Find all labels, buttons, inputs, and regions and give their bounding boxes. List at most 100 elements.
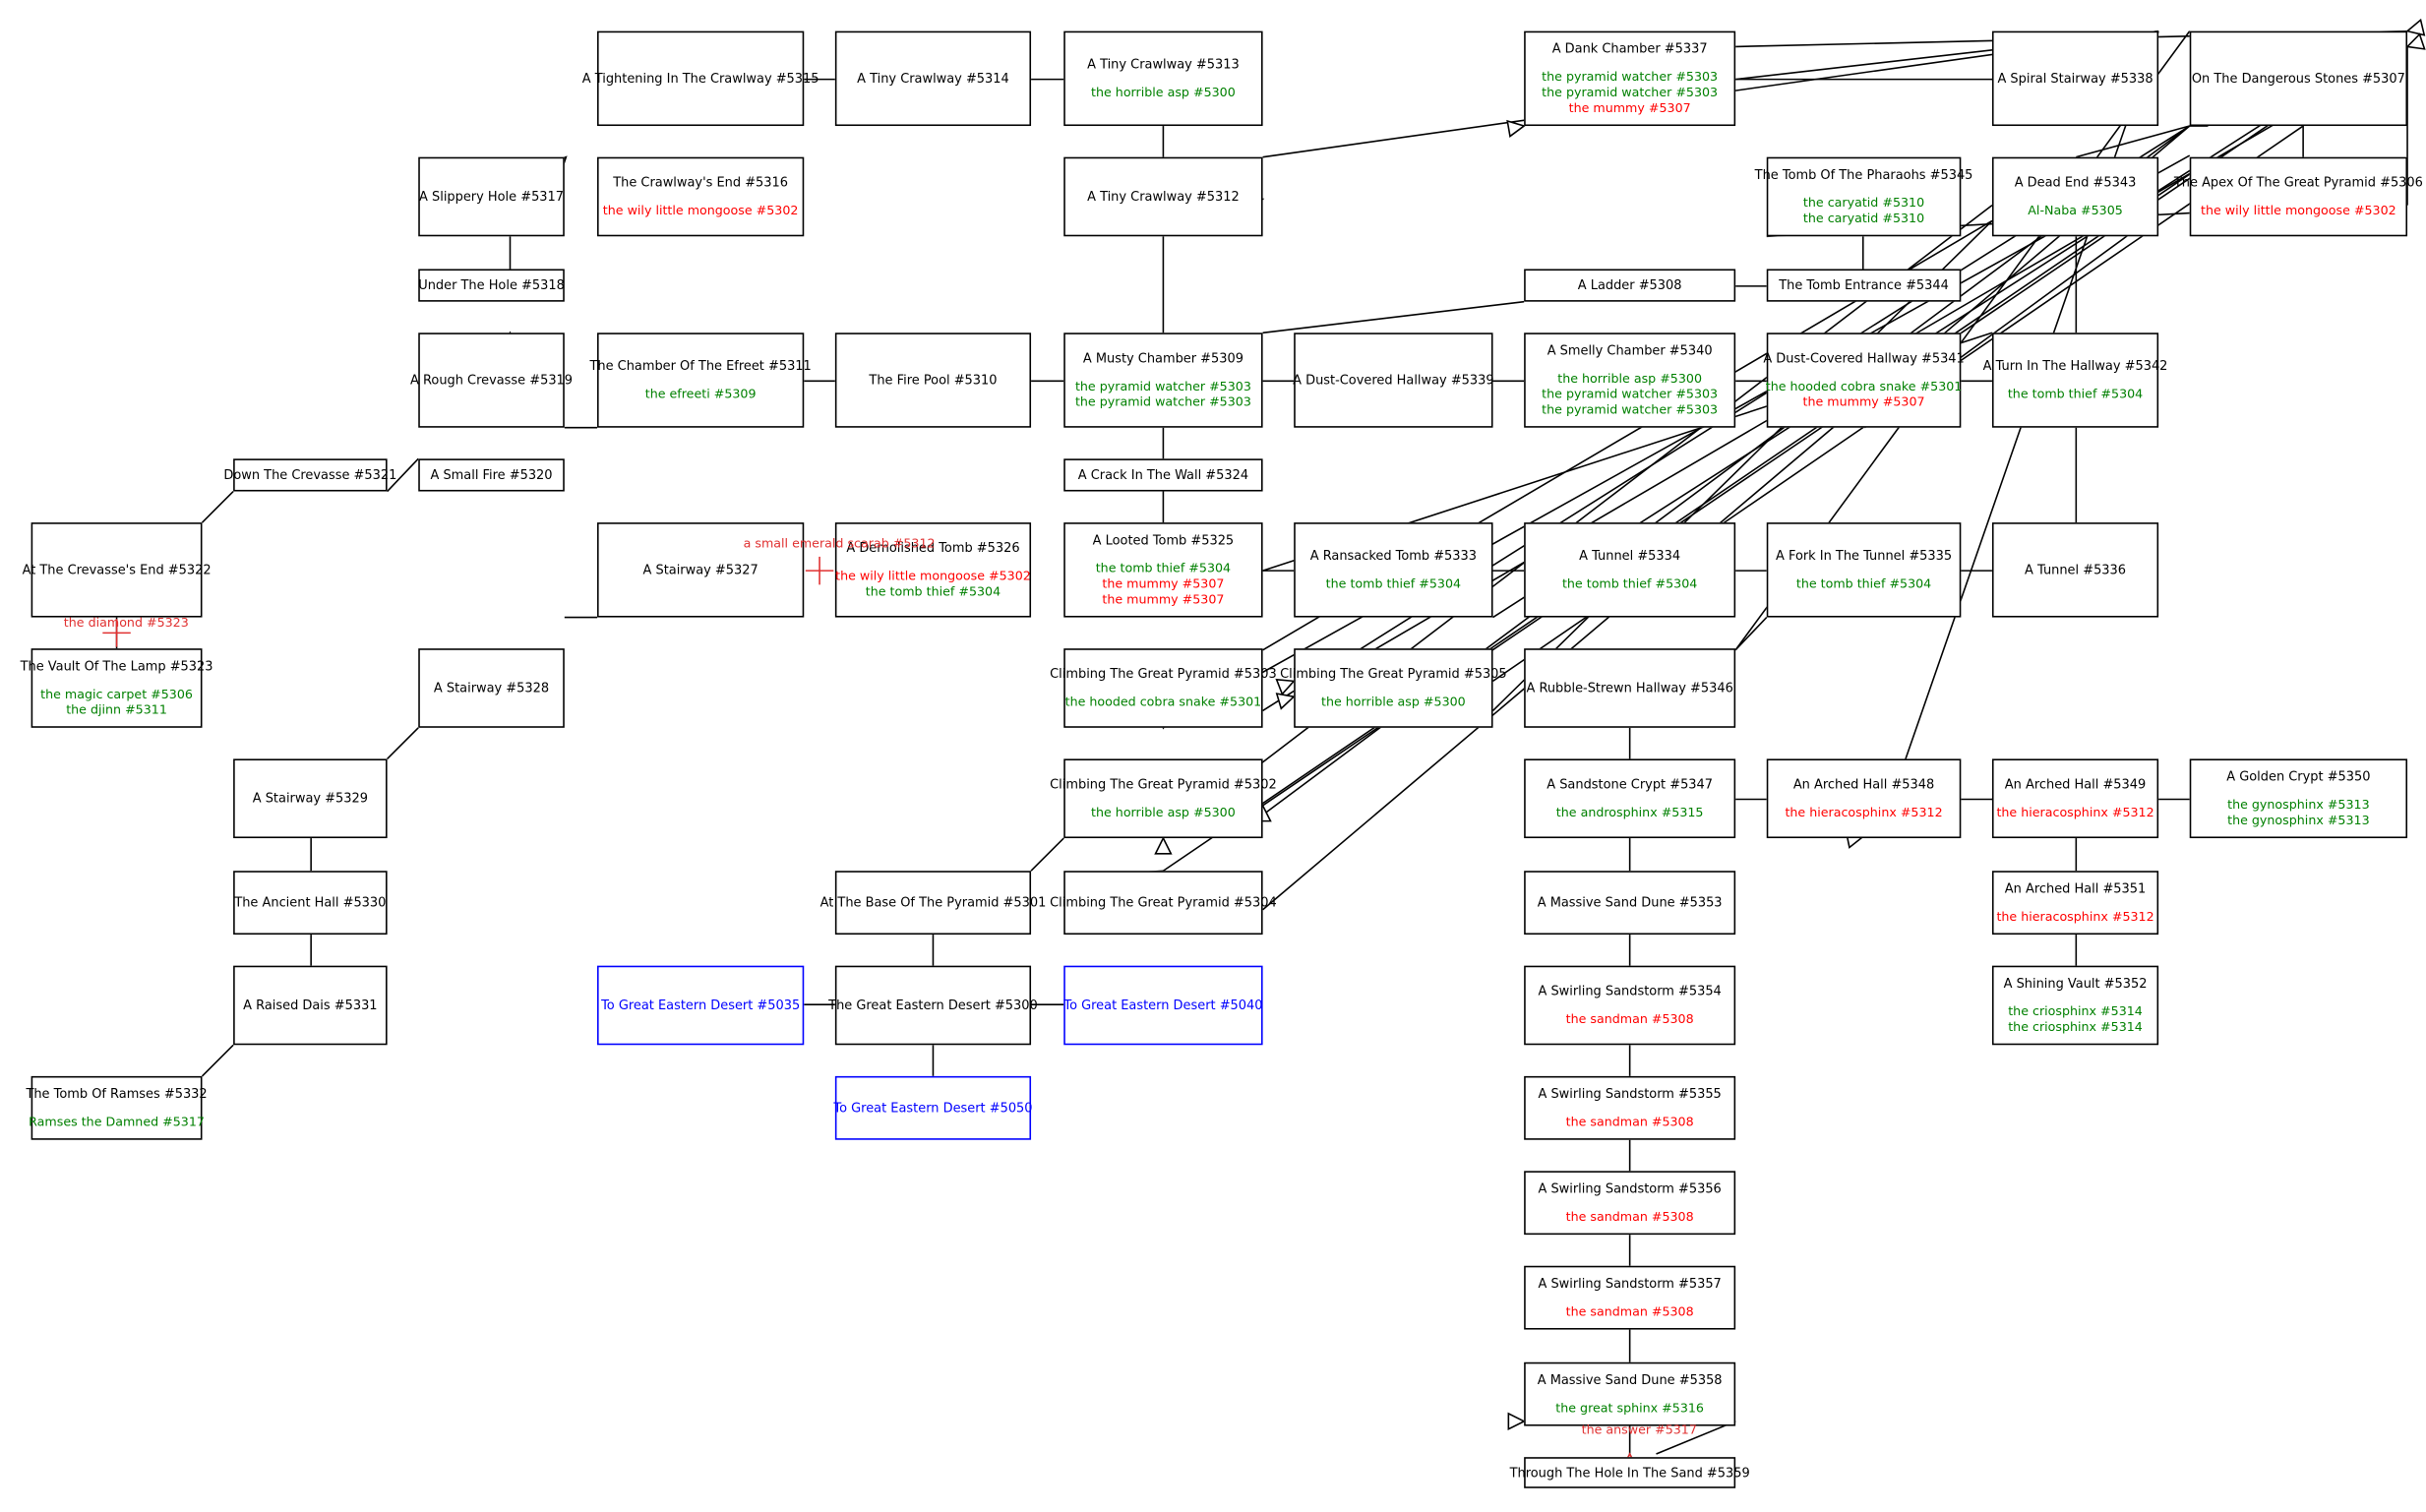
connection-line (1656, 1421, 1736, 1455)
room-5340[interactable]: A Smelly Chamber #5340 the horrible asp #… (1524, 333, 1736, 428)
room-5323[interactable]: The Vault Of The Lamp #5323 the magic car… (21, 648, 212, 728)
room-5035[interactable]: To Great Eastern Desert #5035 (597, 965, 805, 1046)
mob-label: the tomb thief #5304 (1795, 576, 1932, 591)
mob-label: the hooded cobra snake #5301 (1765, 379, 1963, 393)
room-5040[interactable]: To Great Eastern Desert #5040 (1063, 965, 1263, 1046)
room-title: The Ancient Hall #5330 (234, 894, 387, 911)
room-5318[interactable]: Under The Hole #5318 (418, 269, 565, 302)
room-title: A Tiny Crawlway #5312 (1087, 188, 1240, 205)
room-5308[interactable]: A Ladder #5308 (1524, 269, 1736, 302)
room-5338[interactable]: A Spiral Stairway #5338 (1991, 30, 2159, 127)
room-title: A Massive Sand Dune #5358 (1537, 1370, 1723, 1387)
connection-line (1162, 205, 1993, 839)
room-5307[interactable]: On The Dangerous Stones #5307 (2189, 30, 2408, 127)
mob-label: the pyramid watcher #5303 (1542, 69, 1719, 85)
room-5310[interactable]: The Fire Pool #5310 (834, 333, 1032, 428)
room-5315[interactable]: A Tightening In The Crawlway #5315 (582, 30, 819, 127)
room-title: A Fork In The Tunnel #5335 (1775, 547, 1953, 563)
room-5331[interactable]: A Raised Dais #5331 (233, 965, 388, 1046)
mob-label: the caryatid #5310 (1802, 196, 1925, 211)
room-5322[interactable]: At The Crevasse's End #5322 (23, 522, 212, 618)
arrowhead-icon (2405, 32, 2426, 50)
room-title: A Smelly Chamber #5340 (1547, 341, 1713, 357)
room-title: A Stairway #5328 (433, 680, 550, 696)
room-title: Climbing The Great Pyramid #5302 (1050, 775, 1277, 792)
mob-label: the great sphinx #5316 (1555, 1401, 1704, 1416)
mob-label: the pyramid watcher #5303 (1542, 402, 1719, 417)
room-5314[interactable]: A Tiny Crawlway #5314 (834, 30, 1032, 127)
room-title: A Spiral Stairway #5338 (1997, 70, 2153, 87)
room-5335[interactable]: A Fork In The Tunnel #5335 the tomb thief… (1766, 522, 1962, 618)
arrowhead-icon (1154, 836, 1173, 855)
room-title: A Massive Sand Dune #5353 (1537, 894, 1723, 911)
room-5327[interactable]: A Stairway #5327 (597, 522, 805, 618)
room-5336[interactable]: A Tunnel #5336 (1991, 522, 2159, 618)
room-5339[interactable]: A Dust-Covered Hallway #5339 (1293, 333, 1494, 428)
room-5324[interactable]: A Crack In The Wall #5324 (1063, 458, 1263, 492)
room-5300[interactable]: The Great Eastern Desert #5300 (828, 965, 1038, 1046)
mob-label: the caryatid #5310 (1802, 212, 1925, 226)
room-5329[interactable]: A Stairway #5329 (233, 758, 388, 839)
room-title: A Dank Chamber #5337 (1551, 39, 1708, 56)
room-5319[interactable]: A Rough Crevasse #5319 (410, 333, 573, 428)
room-5337[interactable]: A Dank Chamber #5337 the pyramid watcher … (1524, 30, 1736, 127)
connection-line (1262, 300, 1525, 334)
room-title: The Vault Of The Lamp #5323 (20, 657, 213, 673)
room-5301[interactable]: At The Base Of The Pyramid #5301 (820, 871, 1046, 936)
room-5312[interactable]: A Tiny Crawlway #5312 (1063, 156, 1263, 237)
room-5359[interactable]: Through The Hole In The Sand #5359 (1510, 1457, 1750, 1488)
mob-label: the tomb thief #5304 (1095, 561, 1232, 575)
room-5346[interactable]: A Rubble-Strewn Hallway #5346 (1524, 648, 1736, 728)
mob-label: the magic carpet #5306 (40, 687, 193, 701)
arrowhead-icon (1507, 1412, 1526, 1431)
connection-line (2076, 125, 2190, 158)
room-5353[interactable]: A Massive Sand Dune #5353 (1524, 871, 1736, 936)
connection-line (387, 727, 419, 759)
room-5317[interactable]: A Slippery Hole #5317 (418, 156, 565, 237)
item-label: the diamond #5323 (63, 615, 189, 631)
room-5358[interactable]: A Massive Sand Dune #5358 the great sphin… (1524, 1361, 1736, 1426)
room-5050[interactable]: To Great Eastern Desert #5050 (833, 1075, 1033, 1140)
room-5304[interactable]: Climbing The Great Pyramid #5304 (1050, 871, 1277, 936)
room-5320[interactable]: A Small Fire #5320 (418, 458, 565, 492)
mob-label: the horrible asp #5300 (1557, 371, 1703, 386)
room-5321[interactable]: Down The Crevasse #5321 (223, 458, 396, 492)
room-5344[interactable]: The Tomb Entrance #5344 (1766, 269, 1962, 302)
mob-label: the wily little mongoose #5302 (602, 204, 799, 218)
mob-label: the djinn #5311 (66, 702, 167, 717)
room-title: A Small Fire #5320 (430, 466, 553, 483)
mob-label: the tomb thief #5304 (1561, 576, 1698, 591)
connection-line (1262, 125, 2191, 911)
room-5328[interactable]: A Stairway #5328 (418, 648, 565, 728)
room-5330[interactable]: The Ancient Hall #5330 (233, 871, 388, 936)
connection-line (1491, 219, 1993, 711)
mob-label: the horrible asp #5300 (1091, 85, 1236, 100)
